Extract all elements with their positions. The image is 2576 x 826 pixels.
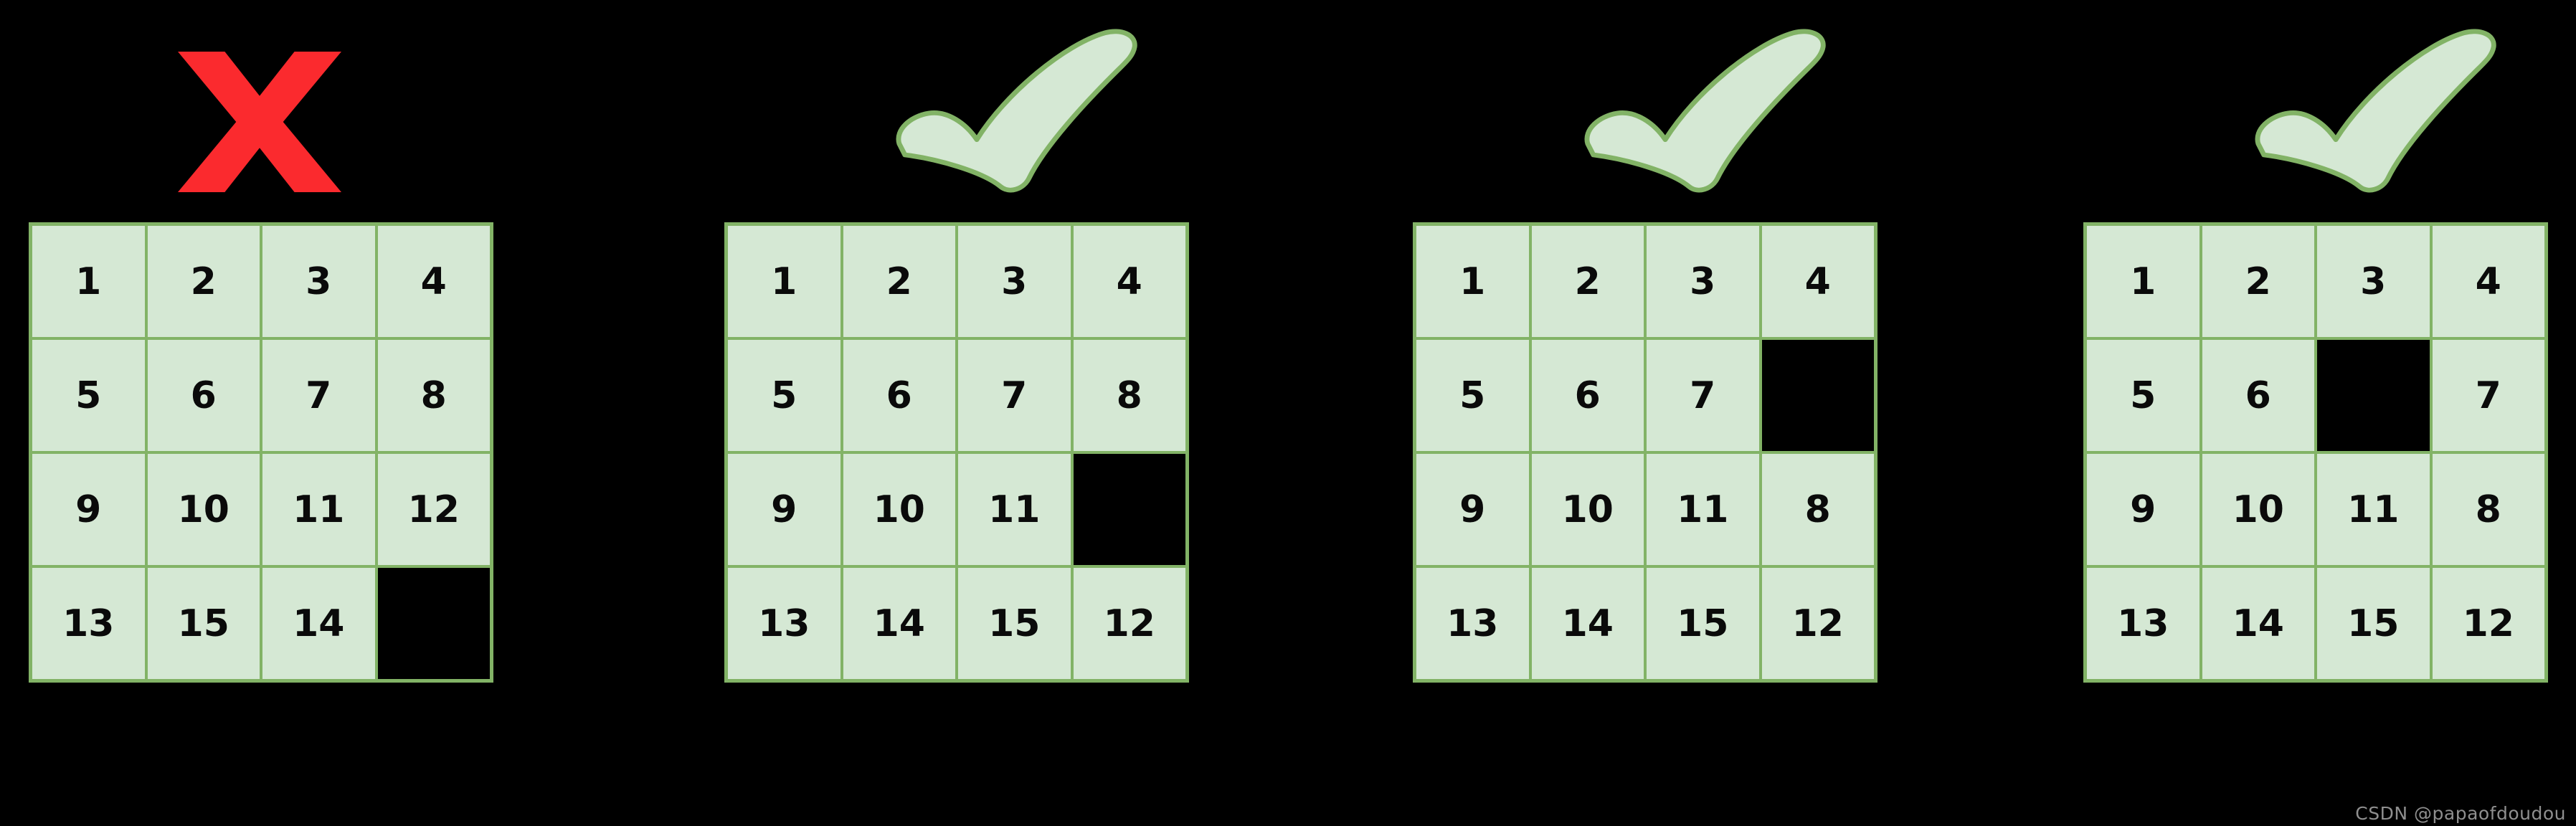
puzzle-cell: 6	[147, 340, 260, 451]
puzzle-cell: 8	[377, 340, 490, 451]
puzzle-cell: 2	[2202, 226, 2314, 337]
puzzle-cell: 5	[728, 340, 840, 451]
puzzle-cell: 15	[958, 568, 1071, 679]
puzzle-cell: 15	[147, 568, 260, 679]
puzzle-cell: 4	[2432, 226, 2544, 337]
puzzle-cell: 4	[1073, 226, 1185, 337]
puzzle-cell: 11	[2317, 454, 2430, 565]
puzzle-cell: 14	[2202, 568, 2314, 679]
puzzle-cell: 7	[1647, 340, 1759, 451]
puzzle-cell: 1	[32, 226, 145, 337]
puzzle-cell: 3	[1647, 226, 1759, 337]
puzzle-cell: 3	[958, 226, 1071, 337]
puzzle-cell: 10	[147, 454, 260, 565]
puzzle-cell: 6	[2202, 340, 2314, 451]
puzzle-cell: 7	[262, 340, 375, 451]
puzzle-cell: 3	[2317, 226, 2430, 337]
puzzle-cell: 11	[1647, 454, 1759, 565]
puzzle-cell: 11	[262, 454, 375, 565]
puzzle-cell: 15	[2317, 568, 2430, 679]
puzzle-cell: 14	[1531, 568, 1644, 679]
puzzle-cell: 9	[728, 454, 840, 565]
puzzle-cell: 3	[262, 226, 375, 337]
puzzle-cell: 10	[843, 454, 955, 565]
watermark-text: CSDN @papaofdoudou	[2355, 803, 2566, 824]
puzzle-cell: 4	[377, 226, 490, 337]
puzzle-cell: 13	[2087, 568, 2199, 679]
puzzle-cell: 10	[1531, 454, 1644, 565]
puzzle-cell: 2	[1531, 226, 1644, 337]
puzzle-cell: 10	[2202, 454, 2314, 565]
puzzle-cell: 9	[2087, 454, 2199, 565]
puzzle-cell: 1	[728, 226, 840, 337]
puzzle-cell: 9	[1416, 454, 1529, 565]
mark-slot	[895, 29, 1142, 195]
puzzle-cell: 6	[843, 340, 955, 451]
puzzle-cell: 1	[2087, 226, 2199, 337]
puzzle-cell: 14	[262, 568, 375, 679]
puzzle-cell: 5	[32, 340, 145, 451]
puzzle-cell: 13	[32, 568, 145, 679]
check-icon	[2255, 29, 2496, 193]
blank-cell	[1761, 340, 1874, 451]
blank-cell	[377, 568, 490, 679]
puzzle-cell: 7	[958, 340, 1071, 451]
puzzle-cell: 6	[1531, 340, 1644, 451]
check-icon	[896, 29, 1137, 193]
puzzle-cell: 13	[728, 568, 840, 679]
mark-slot	[1583, 29, 1830, 195]
puzzle-cell: 8	[1073, 340, 1185, 451]
puzzle-cell: 5	[2087, 340, 2199, 451]
puzzle-cell: 13	[1416, 568, 1529, 679]
puzzle-cell: 8	[2432, 454, 2544, 565]
puzzle-cell: 15	[1647, 568, 1759, 679]
puzzle-cell: 12	[377, 454, 490, 565]
puzzle-cell: 2	[147, 226, 260, 337]
puzzle-cell: 7	[2432, 340, 2544, 451]
puzzle-cell: 2	[843, 226, 955, 337]
puzzle-cell: 12	[1073, 568, 1185, 679]
puzzle-cell: 8	[1761, 454, 1874, 565]
cross-icon	[178, 52, 341, 192]
puzzle-cell: 9	[32, 454, 145, 565]
mark-slot	[2254, 29, 2501, 195]
puzzle-cell: 12	[2432, 568, 2544, 679]
blank-cell	[2317, 340, 2430, 451]
puzzle-cell: 11	[958, 454, 1071, 565]
puzzle-cell: 1	[1416, 226, 1529, 337]
check-icon	[1584, 29, 1826, 193]
puzzle-cell: 5	[1416, 340, 1529, 451]
puzzle-cell: 12	[1761, 568, 1874, 679]
puzzle-cell: 4	[1761, 226, 1874, 337]
puzzle-cell: 14	[843, 568, 955, 679]
blank-cell	[1073, 454, 1185, 565]
mark-slot	[178, 52, 341, 192]
